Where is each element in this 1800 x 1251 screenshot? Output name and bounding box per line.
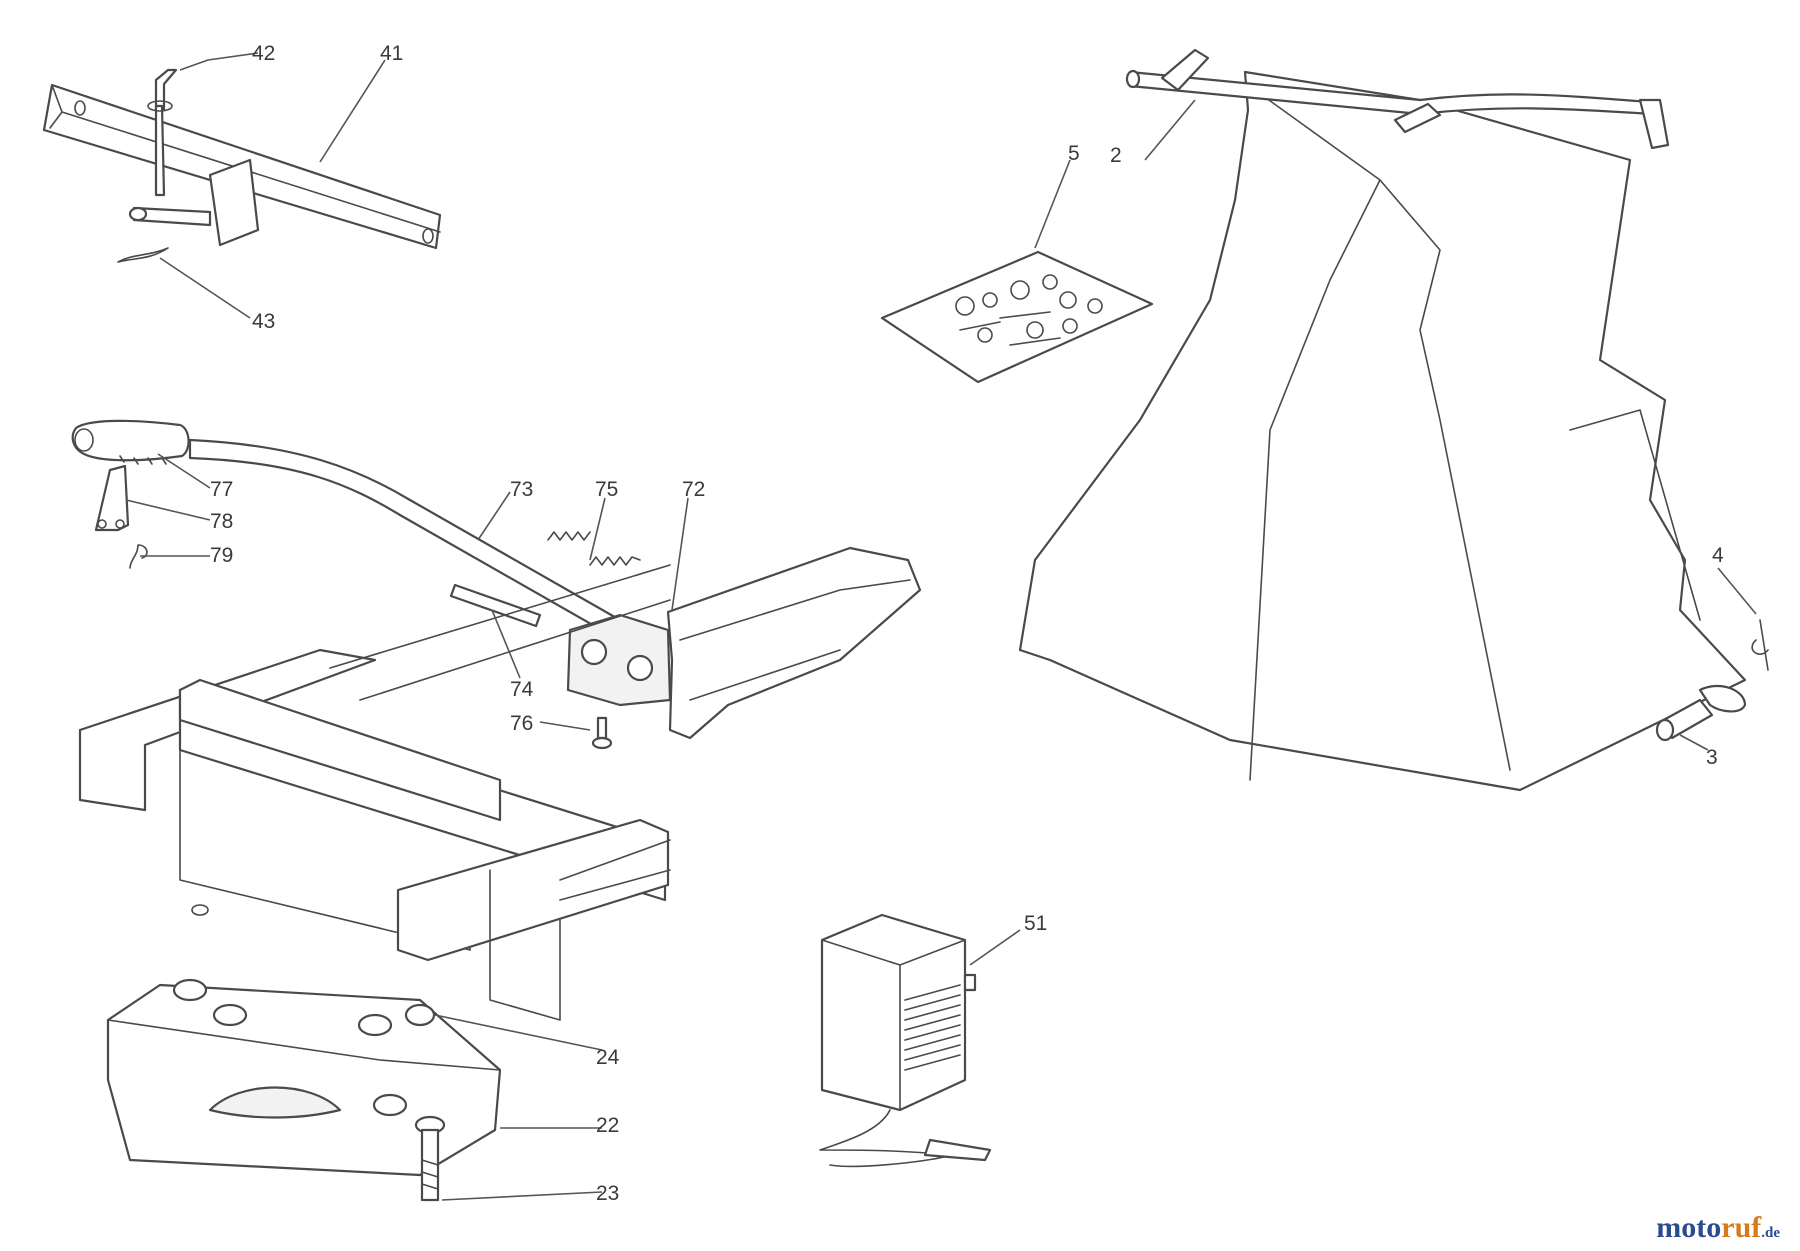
- part-74-rod: [449, 583, 542, 628]
- leader-lines: [125, 52, 1757, 1201]
- callout-labels: 42 41 43 5 2 77 78 79 73 75 72 74 76 4 3…: [210, 42, 1724, 1205]
- callout-77: 77: [210, 478, 233, 501]
- callout-76: 76: [510, 712, 533, 735]
- part-43-clip: [117, 247, 169, 263]
- callout-51: 51: [1024, 912, 1047, 935]
- logo-suffix: .de: [1761, 1225, 1780, 1241]
- part-75-springs: [547, 531, 641, 566]
- logo-main: motoruf: [1656, 1211, 1761, 1244]
- part-51-charger: [819, 913, 992, 1168]
- part-24-nut: [404, 1003, 436, 1027]
- callout-2: 2: [1110, 144, 1122, 167]
- callout-79: 79: [210, 544, 233, 567]
- callout-73: 73: [510, 478, 533, 501]
- part-79-hook: [129, 544, 148, 569]
- part-77-grip: [71, 419, 190, 465]
- part-2-handle-bar: [1125, 48, 1670, 150]
- part-23-bolt: [414, 1115, 446, 1202]
- callout-4: 4: [1712, 544, 1724, 567]
- callout-43: 43: [252, 310, 275, 333]
- part-3-pin: [1655, 685, 1747, 742]
- callout-72: 72: [682, 478, 705, 501]
- callout-75: 75: [595, 478, 618, 501]
- callout-78: 78: [210, 510, 233, 533]
- part-72-deflector: [566, 546, 922, 740]
- part-4-clip: [1751, 619, 1769, 671]
- part-22-weight: [106, 978, 502, 1177]
- callout-24: 24: [596, 1046, 620, 1069]
- motoruf-logo: motoruf.de: [1656, 1211, 1780, 1245]
- part-5-hardware-bag: [880, 250, 1154, 384]
- callout-3: 3: [1706, 746, 1718, 769]
- part-78-link: [94, 464, 130, 532]
- logo-main-part-2: ruf: [1721, 1211, 1762, 1244]
- callout-23: 23: [596, 1182, 619, 1205]
- callout-41: 41: [380, 42, 403, 65]
- chassis-frame: [78, 564, 671, 1021]
- logo-main-part-1: moto: [1656, 1211, 1722, 1244]
- callout-42: 42: [252, 42, 275, 65]
- part-41-rail: [42, 83, 442, 250]
- part-76-screw: [591, 716, 613, 750]
- grass-catcher-bag: [1018, 70, 1747, 792]
- callout-74: 74: [510, 678, 534, 701]
- callout-5: 5: [1068, 142, 1080, 165]
- callout-22: 22: [596, 1114, 619, 1137]
- part-42-pin: [147, 68, 178, 197]
